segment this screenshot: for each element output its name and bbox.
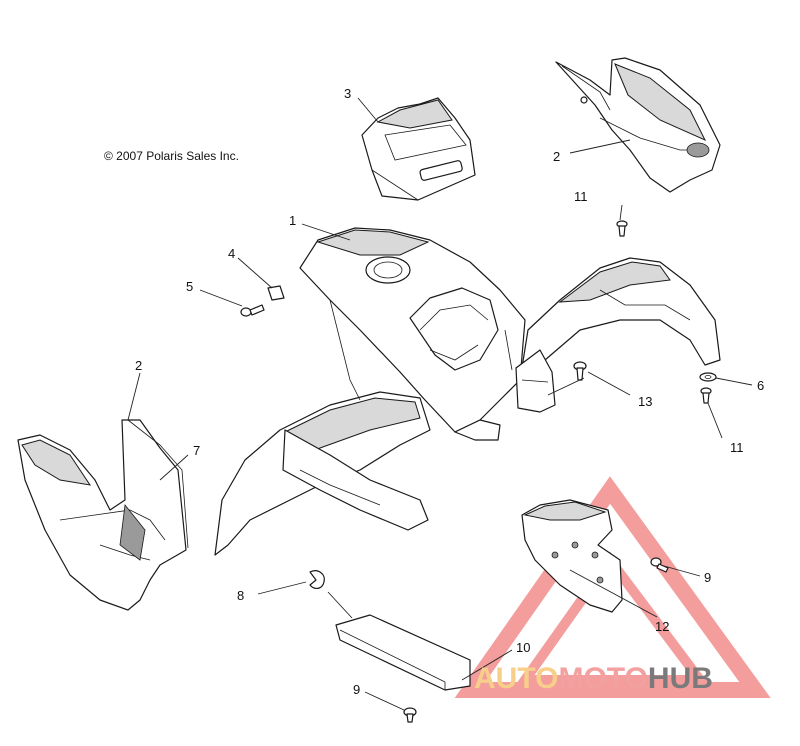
part-2-side-panel-upper (555, 57, 721, 193)
watermark-text: AUTOMOTOHUB (474, 662, 713, 696)
callout-11-upper: 11 (574, 189, 588, 204)
callout-6: 6 (757, 378, 764, 393)
callout-5: 5 (186, 279, 193, 294)
watermark-part-1: AUTO (474, 662, 559, 695)
part-13-push-rivet-icon (573, 361, 587, 381)
callout-9-upper: 9 (704, 570, 711, 585)
watermark-part-2: MOTO (558, 662, 648, 695)
part-11-fastener-upper-icon (616, 220, 628, 237)
callout-10: 10 (516, 640, 530, 655)
callout-3: 3 (344, 86, 351, 101)
part-10-plate (335, 614, 471, 691)
part-7-panel-liner (127, 419, 189, 549)
callout-12: 12 (655, 619, 669, 634)
callout-11-lower: 11 (730, 440, 744, 455)
part-4-clip (267, 285, 285, 301)
part-11-fastener-lower-icon (700, 387, 712, 404)
part-6-washer-icon (699, 372, 717, 382)
part-8-clip-icon (309, 570, 325, 589)
callout-2-upper: 2 (553, 149, 560, 164)
part-9-screw-lower-icon (403, 707, 417, 723)
part-1-front-cab (214, 227, 721, 556)
callout-8: 8 (237, 588, 244, 603)
part-12-bracket (521, 499, 623, 613)
copyright-notice: © 2007 Polaris Sales Inc. (104, 149, 239, 163)
callout-4: 4 (228, 246, 235, 261)
watermark-logo-icon (454, 476, 771, 698)
callout-1: 1 (289, 213, 296, 228)
watermark-part-3: HUB (647, 662, 713, 695)
callout-7: 7 (193, 443, 200, 458)
part-5-screw-icon (240, 304, 265, 317)
part-3-headlight-pod (361, 97, 476, 201)
callout-13: 13 (638, 394, 652, 409)
callout-2-lower: 2 (135, 358, 142, 373)
leader-lines (127, 97, 753, 711)
callout-9-lower: 9 (353, 682, 360, 697)
part-2-side-panel-lower (17, 419, 187, 611)
